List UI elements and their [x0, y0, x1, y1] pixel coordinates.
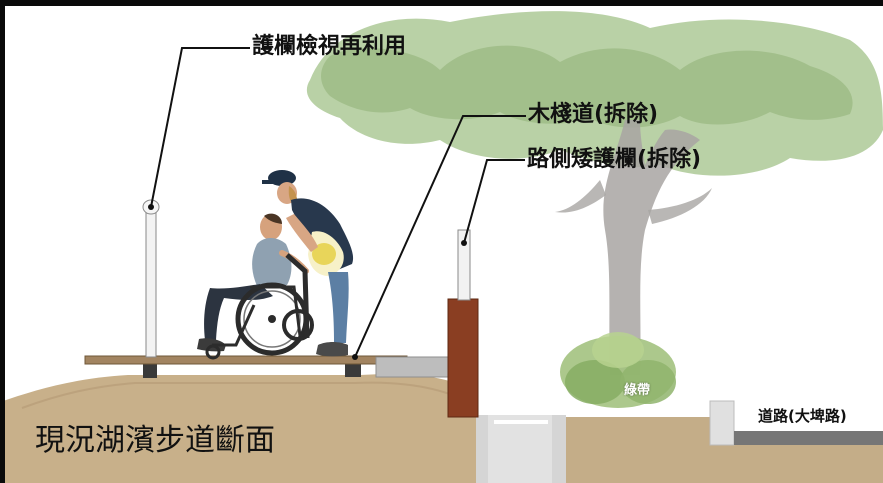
- deck-support: [345, 363, 361, 377]
- road-section: [709, 400, 883, 446]
- concrete-curb: [375, 356, 449, 378]
- shrub-icon: [560, 332, 676, 408]
- drainage-channel: [476, 415, 566, 483]
- timber-boardwalk: [84, 355, 408, 365]
- left-border: [0, 0, 5, 483]
- low-guardrail-post: [457, 229, 471, 301]
- label-road: 道路(大埤路): [758, 407, 847, 425]
- brick-post: [447, 298, 479, 418]
- section-title: 現況湖濱步道斷面: [35, 423, 275, 458]
- soil-mound: [0, 373, 476, 483]
- label-guardrail-reuse: 護欄檢視再利用: [252, 34, 407, 59]
- people-illustration: [197, 170, 354, 360]
- label-low-guardrail-removed: 路側矮護欄(拆除): [527, 147, 702, 172]
- tall-guardrail-post: [142, 199, 160, 358]
- leader-lines: [148, 47, 526, 360]
- tree-icon: [306, 11, 883, 375]
- deck-support: [143, 363, 157, 378]
- label-green-belt: 綠帶: [624, 383, 651, 398]
- road-subgrade: [710, 445, 883, 483]
- top-border: [0, 0, 883, 6]
- label-boardwalk-removed: 木棧道(拆除): [528, 102, 659, 127]
- green-belt-soil: [563, 417, 710, 483]
